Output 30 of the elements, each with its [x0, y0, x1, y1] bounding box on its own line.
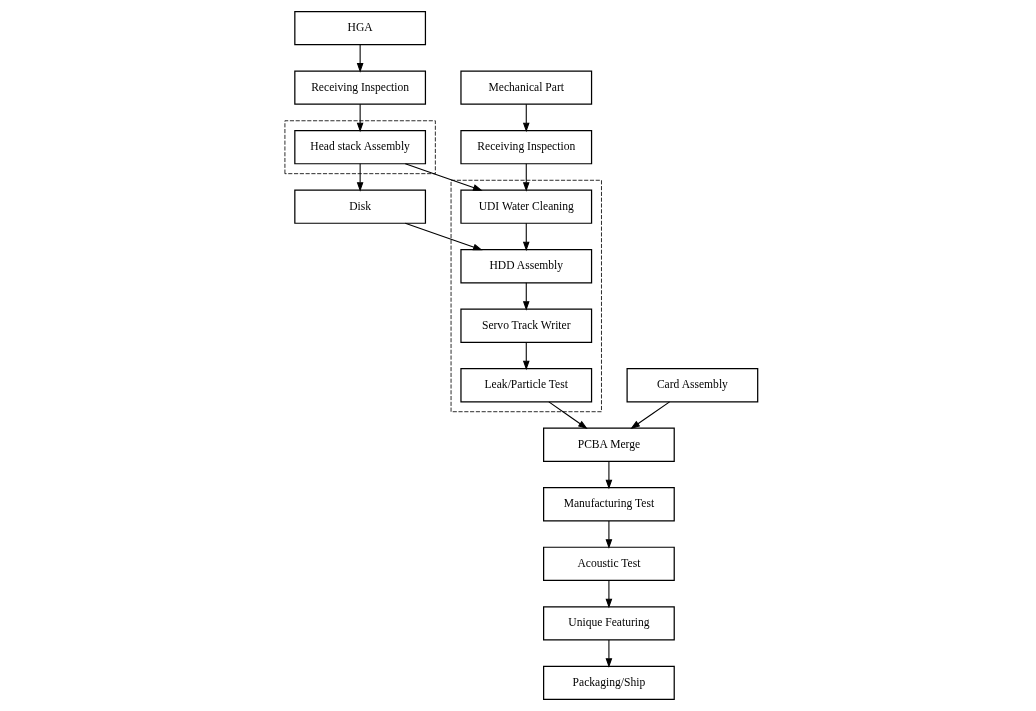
- arrow: [404, 222, 483, 251]
- arrow: [522, 341, 530, 371]
- node-box: Packaging/Ship: [543, 665, 675, 700]
- node-box: Manufacturing Test: [543, 487, 675, 522]
- arrow: [605, 520, 613, 549]
- arrow: [356, 163, 364, 192]
- node-box: Acoustic Test: [543, 546, 675, 581]
- arrow: [356, 44, 364, 73]
- arrow: [356, 103, 364, 133]
- arrow: [522, 222, 530, 252]
- arrow: [605, 460, 613, 490]
- arrow: [522, 163, 530, 192]
- node-box: HDD Assembly: [460, 249, 593, 284]
- arrow: [522, 103, 530, 133]
- node-box: Card Assembly: [626, 368, 759, 403]
- arrow: [605, 579, 613, 609]
- arrow: [630, 401, 671, 430]
- node-box: Disk: [294, 189, 427, 224]
- node-box: UDI Water Cleaning: [460, 189, 593, 224]
- node-box: Leak/Particle Test: [460, 368, 593, 403]
- node-box: Head stack Assembly: [294, 130, 427, 165]
- node-box: PCBA Merge: [543, 427, 675, 462]
- node-box: Receiving Inspection: [460, 130, 593, 165]
- arrow: [522, 282, 530, 311]
- node-box: Servo Track Writer: [460, 308, 593, 343]
- node-box: Unique Featuring: [543, 606, 675, 641]
- node-box: Mechanical Part: [460, 70, 593, 105]
- arrow: [605, 639, 613, 668]
- node-box: HGA: [294, 11, 427, 46]
- node-box: Receiving Inspection: [294, 70, 427, 105]
